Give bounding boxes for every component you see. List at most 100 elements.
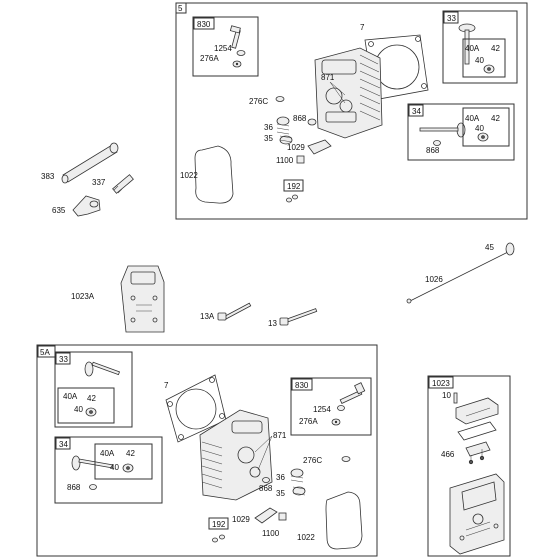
loose-parts: 383 337 635 1023A 13A <box>41 142 515 333</box>
spring-35-part <box>279 135 293 145</box>
top-34-inner-box <box>462 107 510 147</box>
bottom-springs-part <box>290 468 306 496</box>
bottom-pins-192-part <box>212 534 225 543</box>
label-466: 466 <box>441 450 455 459</box>
label-1026: 1026 <box>425 275 443 284</box>
label-bot-276a: 276A <box>299 417 318 426</box>
spark-plug-part <box>112 174 134 194</box>
label-383: 383 <box>41 172 55 181</box>
label-bot-868: 868 <box>67 483 81 492</box>
label-45: 45 <box>485 243 494 252</box>
bottom-33-subbox <box>54 351 133 428</box>
breather-bolt-part <box>229 25 246 68</box>
label-bot-7: 7 <box>164 381 169 390</box>
screw-10-part <box>453 392 458 404</box>
washer-276c-part <box>275 96 285 102</box>
bottom-retainer-part <box>262 477 270 483</box>
label-1254: 1254 <box>214 44 232 53</box>
breather-gasket-part <box>457 421 497 441</box>
label-1022: 1022 <box>180 171 198 180</box>
label-bot-830: 830 <box>295 381 309 390</box>
top-34-tag <box>408 104 424 117</box>
label-276a: 276A <box>200 54 219 63</box>
top-34-subbox <box>407 103 515 161</box>
rocker-arm-part <box>307 139 332 155</box>
label-bot-34-40: 40 <box>110 463 119 472</box>
label-5a: 5A <box>40 348 50 357</box>
bottom-192-tag <box>208 517 229 530</box>
label-276c: 276C <box>249 97 268 106</box>
label-1029: 1029 <box>287 143 305 152</box>
top-192-tag <box>283 179 304 192</box>
top-assembly-tag-box <box>175 2 187 14</box>
label-34-40a: 40A <box>465 114 480 123</box>
top-33-inner-box <box>462 38 506 78</box>
label-5: 5 <box>178 4 183 13</box>
bottom-retainer-868-part <box>89 484 97 490</box>
label-1023a: 1023A <box>71 292 95 301</box>
top-33-subbox <box>442 10 518 84</box>
bottom-33-tag <box>55 352 71 365</box>
valve-cover-part <box>120 265 165 333</box>
valve-cover-assembly: 1023 10 466 <box>427 375 511 557</box>
label-635: 635 <box>52 206 66 215</box>
label-1023: 1023 <box>432 379 450 388</box>
label-bot-40: 40 <box>74 405 83 414</box>
leader-871 <box>329 81 346 104</box>
top-33-tag <box>443 11 459 24</box>
bottom-intake-valve-part <box>84 361 121 377</box>
label-40a: 40A <box>465 44 480 53</box>
bottom-exhaust-valve-part <box>71 455 114 471</box>
label-830: 830 <box>197 20 211 29</box>
label-36: 36 <box>264 123 273 132</box>
bottom-34-inner-box <box>94 443 153 480</box>
valve-cover-assembly-frame <box>427 375 511 557</box>
label-bot-34: 34 <box>59 440 68 449</box>
label-34-868: 868 <box>426 146 440 155</box>
bottom-o-ring-1022-part <box>325 491 363 550</box>
exhaust-valve-part <box>419 122 466 138</box>
label-bot-1022: 1022 <box>297 533 315 542</box>
label-192: 192 <box>287 182 301 191</box>
bottom-830-subbox <box>290 377 372 436</box>
label-33: 33 <box>447 14 456 23</box>
label-34-42: 42 <box>491 114 500 123</box>
top-830-subbox <box>192 16 259 77</box>
bolt-13a-part <box>217 302 252 321</box>
label-13a: 13A <box>200 312 215 321</box>
pushrod-part <box>406 242 515 304</box>
label-868: 868 <box>293 114 307 123</box>
label-34: 34 <box>412 107 421 116</box>
bottom-33-inner-box <box>57 387 115 424</box>
bottom-assembly: 5A 33 40A 42 40 34 40A 42 40 868 7 <box>36 344 378 557</box>
label-bot-36: 36 <box>276 473 285 482</box>
label-40: 40 <box>475 56 484 65</box>
leader-bot-871 <box>254 435 273 471</box>
label-13: 13 <box>268 319 277 328</box>
label-bot-33: 33 <box>59 355 68 364</box>
label-1100: 1100 <box>276 156 294 165</box>
label-42: 42 <box>491 44 500 53</box>
bottom-nut-1100-part <box>278 512 287 521</box>
label-bot-35: 35 <box>276 489 285 498</box>
retainer-34-868-part <box>433 140 441 146</box>
bottom-breather-bolt-part <box>331 382 366 426</box>
label-10: 10 <box>442 391 451 400</box>
spring-36-part <box>276 116 290 135</box>
label-34-40: 40 <box>475 124 484 133</box>
label-bot-34-42: 42 <box>126 449 135 458</box>
bottom-rocker-arm-part <box>254 507 278 524</box>
bottom-cylinder-head-part <box>199 409 273 501</box>
valve-cover-body-part <box>449 473 505 555</box>
label-7: 7 <box>360 23 365 32</box>
cylinder-head-part <box>314 47 383 139</box>
label-bot-1100: 1100 <box>262 529 280 538</box>
pins-192-part <box>286 194 298 203</box>
spark-plug-boot-part <box>72 195 101 217</box>
label-bot-1029: 1029 <box>232 515 250 524</box>
label-bot-871: 871 <box>273 431 287 440</box>
bottom-washer-276c-part <box>341 456 351 462</box>
label-bot-40a: 40A <box>63 392 78 401</box>
label-871: 871 <box>321 73 335 82</box>
